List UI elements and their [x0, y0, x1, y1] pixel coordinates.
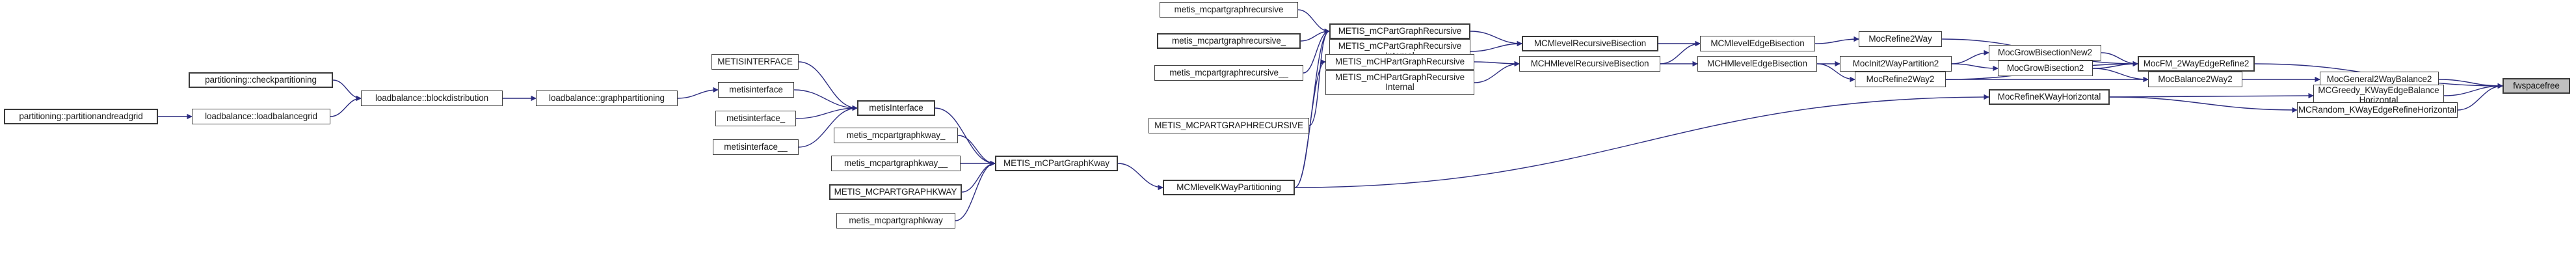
graph-edge	[2092, 61, 2138, 69]
graph-node[interactable]: MocGrowBisection2	[1998, 61, 2093, 76]
graph-edge	[332, 79, 362, 102]
graph-node[interactable]: MCMlevelRecursiveBisection	[1522, 36, 1658, 51]
graph-edge	[957, 135, 996, 167]
graph-node[interactable]: metisinterface	[718, 82, 794, 98]
graph-node[interactable]: MocFM_2WayEdgeRefine2	[2138, 56, 2255, 72]
graph-edge	[1470, 31, 1522, 47]
graph-edge	[330, 95, 362, 117]
graph-edge	[1294, 28, 1330, 188]
graph-node[interactable]: fwspacefree	[2503, 78, 2570, 94]
graph-node[interactable]: MCHMlevelEdgeBisection	[1697, 56, 1817, 72]
graph-edge	[1297, 9, 1330, 35]
graph-node[interactable]: MocRefine2Way	[1859, 31, 1942, 47]
graph-node[interactable]: metis_mcpartgraphrecursive_	[1157, 33, 1301, 49]
graph-node[interactable]: loadbalance::graphpartitioning	[536, 90, 678, 106]
graph-node[interactable]: metis_mcpartgraphkway_	[834, 128, 958, 143]
graph-node[interactable]: METIS_MCPARTGRAPHRECURSIVE	[1149, 118, 1309, 133]
graph-node[interactable]: metisInterface	[857, 100, 935, 116]
graph-node[interactable]: MCRandom_KWayEdgeRefineHorizontal	[2297, 102, 2458, 118]
graph-node[interactable]: partitioning::partitionandreadgrid	[4, 109, 158, 124]
graph-node[interactable]: metis_mcpartgraphkway	[836, 213, 955, 229]
graph-node[interactable]: METISINTERFACE	[711, 54, 799, 70]
graph-node[interactable]: metis_mcpartgraphrecursive__	[1154, 65, 1303, 81]
graph-edge	[793, 89, 858, 111]
graph-edge	[1300, 28, 1330, 42]
graph-node[interactable]: METIS_mCPartGraphKway	[995, 156, 1118, 171]
graph-node[interactable]: MCMlevelKWayPartitioning	[1163, 180, 1295, 195]
graph-node[interactable]: metis_mcpartgraphrecursive	[1160, 2, 1298, 18]
graph-node[interactable]: metis_mcpartgraphkway__	[831, 156, 961, 171]
graph-edge	[2109, 92, 2314, 99]
graph-node[interactable]: MocRefineKWayHorizontal	[1989, 89, 2110, 105]
graph-edge	[2101, 52, 2138, 67]
graph-edge	[1117, 163, 1163, 191]
graph-node[interactable]: loadbalance::blockdistribution	[361, 90, 503, 106]
graph-node[interactable]: MCHMlevelRecursiveBisection	[1519, 56, 1660, 72]
graph-node[interactable]: METIS_mCHPartGraphRecursive Internal	[1325, 70, 1474, 95]
graph-node[interactable]: MocRefine2Way2	[1855, 72, 1946, 87]
graph-node[interactable]: METIS_mCPartGraphRecursive	[1329, 23, 1470, 39]
graph-node[interactable]: MocGrowBisectionNew2	[1989, 45, 2101, 61]
graph-edge	[1474, 61, 1520, 67]
graph-edge	[1474, 61, 1520, 83]
graph-node[interactable]: MCMlevelEdgeBisection	[1700, 36, 1815, 51]
graph-edge	[798, 61, 858, 111]
graph-node[interactable]: metisinterface__	[713, 139, 799, 155]
graph-edge	[2443, 83, 2503, 96]
graph-edge	[1951, 63, 1998, 72]
graph-edge	[677, 87, 719, 99]
graph-node[interactable]: MocBalance2Way2	[2148, 72, 2242, 87]
graph-edge	[2457, 83, 2503, 111]
graph-node[interactable]: METIS_MCPARTGRAPHKWAY	[829, 184, 962, 200]
graph-edge	[1660, 40, 1701, 64]
graph-edge	[1814, 36, 1859, 44]
graph-edge	[961, 160, 996, 193]
graph-edge	[2109, 96, 2298, 113]
graph-edge	[1951, 49, 1989, 64]
graph-node[interactable]: partitioning::checkpartitioning	[189, 72, 333, 88]
graph-node[interactable]: loadbalance::loadbalancegrid	[192, 109, 330, 124]
graph-edge	[1470, 40, 1522, 52]
graph-edge	[795, 105, 858, 119]
graph-node[interactable]: MocInit2WayPartition2	[1840, 56, 1952, 72]
graph-node[interactable]: metisinterface_	[715, 111, 796, 126]
graph-edge	[2438, 79, 2503, 89]
graph-node[interactable]: METIS_mCHPartGraphRecursive	[1325, 54, 1474, 70]
graph-edge	[1294, 94, 1989, 188]
